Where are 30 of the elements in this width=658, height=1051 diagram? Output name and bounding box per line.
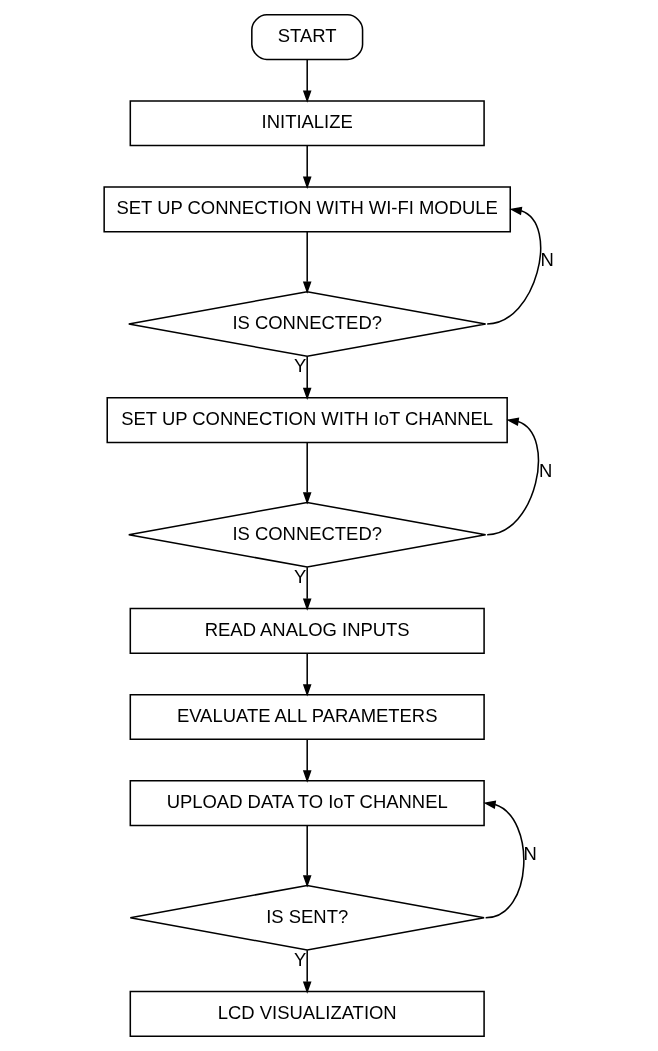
arrow — [302, 566, 311, 611]
edge-label: N — [538, 460, 552, 482]
node-diamond: IS CONNECTED? — [127, 290, 486, 358]
arrow — [482, 800, 524, 919]
arrow — [302, 355, 311, 401]
arrow — [302, 231, 311, 294]
edge-label: Y — [293, 355, 306, 377]
edge-label: N — [523, 843, 537, 865]
arrow — [302, 441, 311, 505]
arrow — [485, 417, 539, 536]
node-diamond: IS CONNECTED? — [127, 501, 486, 568]
node-diamond: IS SENT? — [129, 884, 485, 951]
node-box: LCD VISUALIZATION — [129, 990, 485, 1037]
node-box: INITIALIZE — [129, 100, 485, 147]
arrow — [302, 145, 311, 189]
arrow — [485, 206, 541, 325]
arrow — [302, 949, 311, 994]
node-box: UPLOAD DATA TO IoT CHANNEL — [129, 780, 485, 827]
arrow — [302, 824, 311, 888]
node-box: READ ANALOG INPUTS — [129, 607, 485, 654]
edge-label: Y — [293, 948, 306, 970]
node-box: EVALUATE ALL PARAMETERS — [129, 693, 485, 741]
arrow — [302, 738, 311, 783]
arrow — [302, 58, 311, 103]
node-box: START — [250, 14, 363, 61]
edge-label: N — [539, 249, 554, 271]
node-box: SET UP CONNECTION WITH WI-FI MODULE — [102, 186, 511, 233]
node-box: SET UP CONNECTION WITH IoT CHANNEL — [105, 397, 508, 444]
arrow — [302, 652, 311, 697]
edge-label: Y — [293, 565, 306, 587]
